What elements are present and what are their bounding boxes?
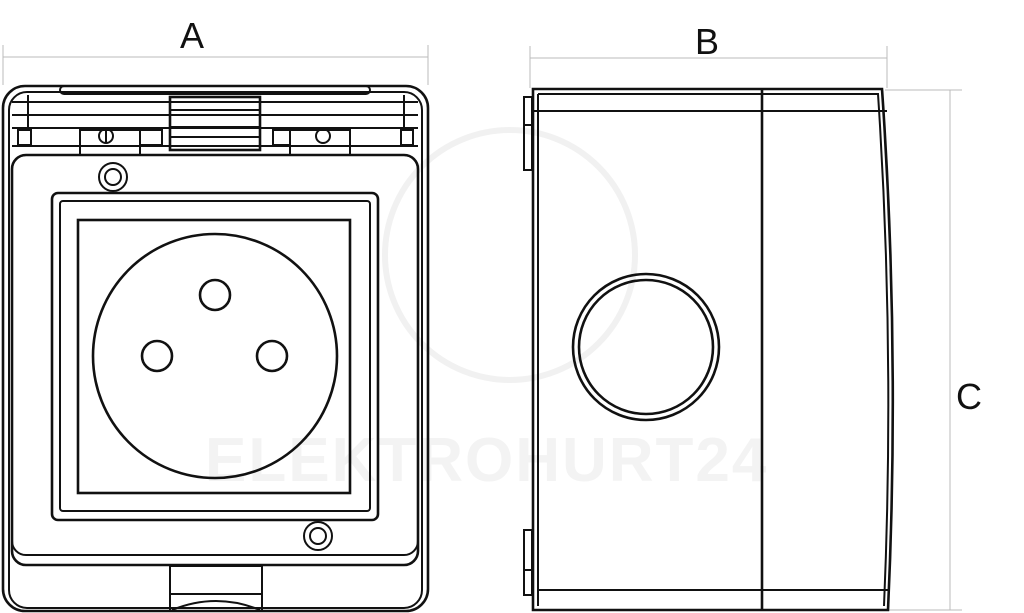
dimension-b-label: B — [695, 21, 720, 62]
front-view — [1, 84, 430, 613]
side-view — [523, 87, 895, 612]
socket-hole-left-icon — [140, 339, 174, 373]
socket-hole-right-icon — [255, 339, 289, 373]
watermark: ELEKTROHURT24 — [205, 426, 769, 495]
cable-entry-icon — [571, 272, 721, 422]
dimension-b-line — [529, 46, 888, 88]
dimension-a-label: A — [180, 15, 205, 56]
watermark-emblem — [382, 127, 638, 383]
cover-plate — [10, 153, 420, 567]
socket-outlet — [91, 232, 339, 480]
dimension-a-line — [2, 45, 429, 85]
dimension-c-line — [885, 89, 962, 611]
dimension-c-label: C — [956, 376, 982, 417]
earth-pin-icon — [198, 278, 232, 312]
hinge — [168, 95, 262, 152]
bottom-latch — [169, 565, 263, 612]
